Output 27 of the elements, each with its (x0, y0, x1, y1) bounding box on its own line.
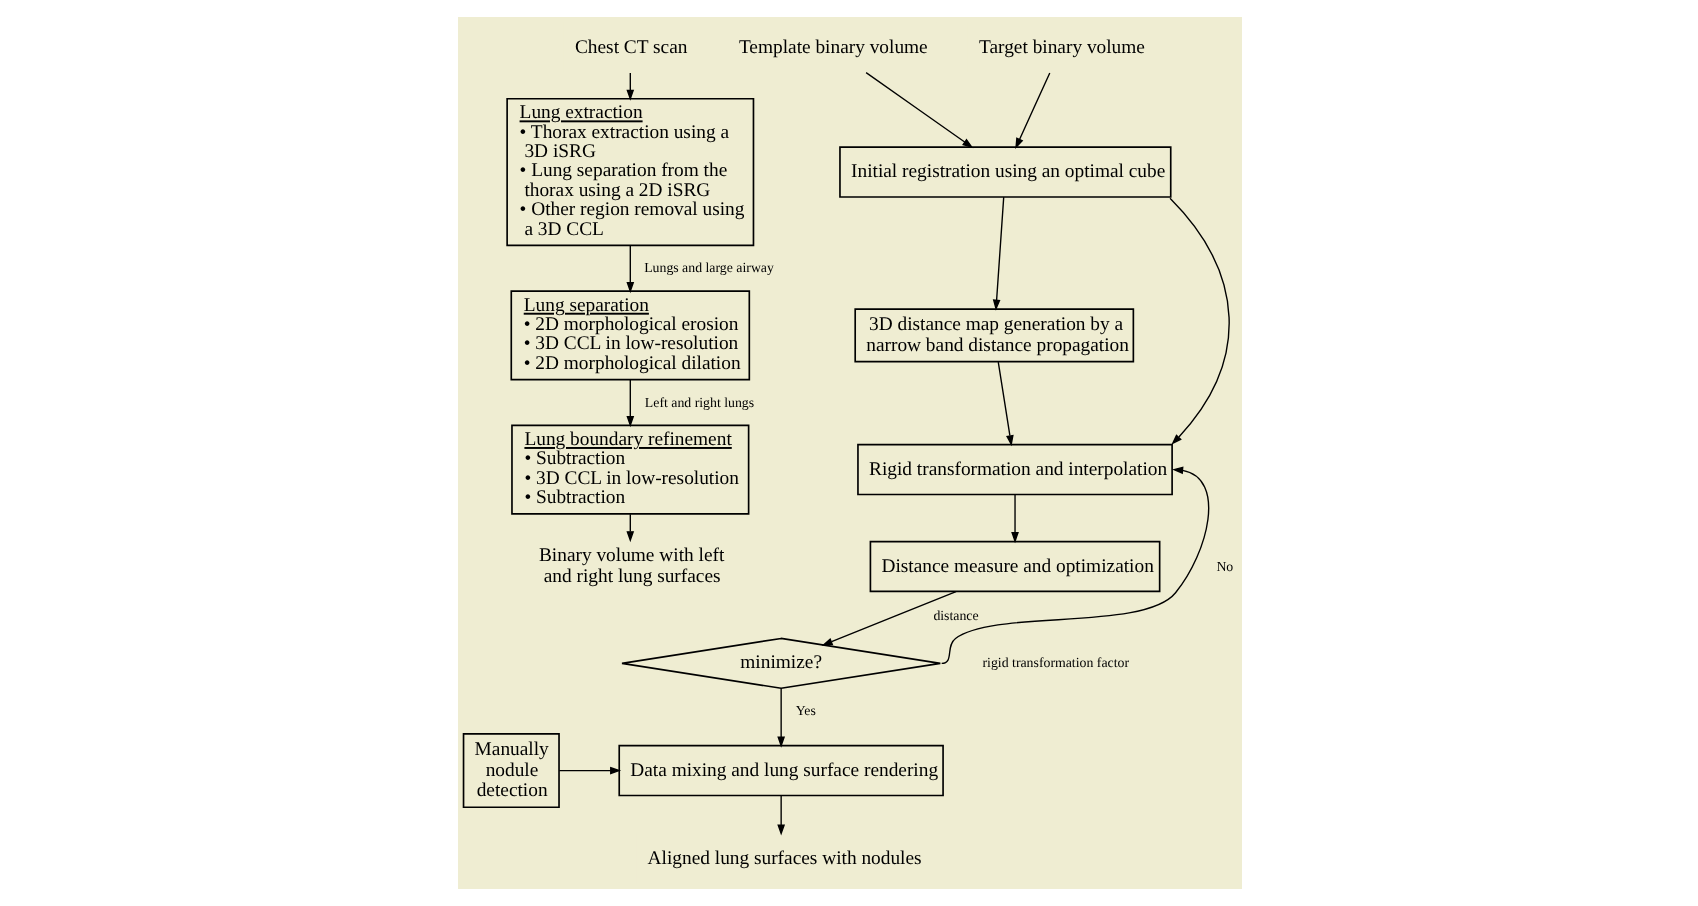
arrow (557, 766, 621, 775)
arrow (864, 72, 973, 149)
node-box: Lung boundary refinement • Subtraction • 3D CCL in low-resolution • Subtraction (510, 424, 749, 515)
node-box: Rigid transformation and interpolation (856, 443, 1172, 496)
node-box: Manually nodule detection (461, 733, 559, 809)
node-box: Data mixing and lung surface rendering (617, 744, 943, 797)
arrow (776, 687, 785, 748)
arrow (1010, 494, 1018, 544)
arrow (820, 590, 956, 646)
arrow (991, 196, 1004, 311)
node-text: Template binary volume (737, 36, 927, 59)
node-text: Chest CT scan (573, 36, 687, 59)
node-box: Initial registration using an optimal cube (838, 146, 1171, 198)
node-text: Target binary volume (978, 36, 1144, 59)
node-text: Aligned lung surfaces with nodules (646, 847, 921, 870)
node-box: Lung extraction • Thorax extraction using a 3D iSRG • Lung separation from the thorax using a 2D iSRG • Other region removal using a 3D CCL (505, 97, 754, 247)
node-box: 3D distance map generation by a narrow band distance propagation (853, 308, 1134, 363)
arrow (625, 245, 634, 294)
arrow (776, 795, 785, 836)
arrow (625, 379, 634, 428)
arrow (996, 361, 1013, 447)
node-box: Lung separation • 2D morphological erosion • 3D CCL in low-resolution • 2D morphological dilation (509, 290, 750, 381)
arrow (1168, 197, 1229, 445)
arrow (940, 466, 1209, 665)
arrow (1014, 72, 1050, 149)
node-text: Binary volume with left and right lung surfaces (537, 545, 724, 588)
node-box: Distance measure and optimization (868, 540, 1160, 593)
